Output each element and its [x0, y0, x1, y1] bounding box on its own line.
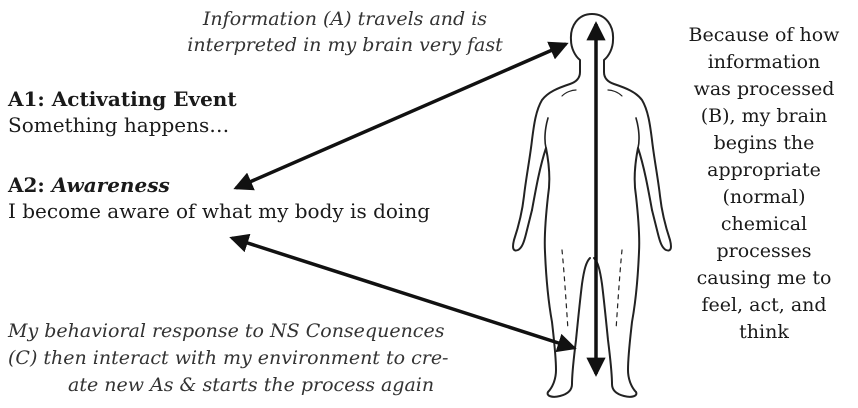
- awareness-to-feet-arrow: [232, 238, 574, 348]
- human-body-outline-icon: [513, 14, 671, 397]
- head-to-awareness-arrow: [236, 44, 566, 188]
